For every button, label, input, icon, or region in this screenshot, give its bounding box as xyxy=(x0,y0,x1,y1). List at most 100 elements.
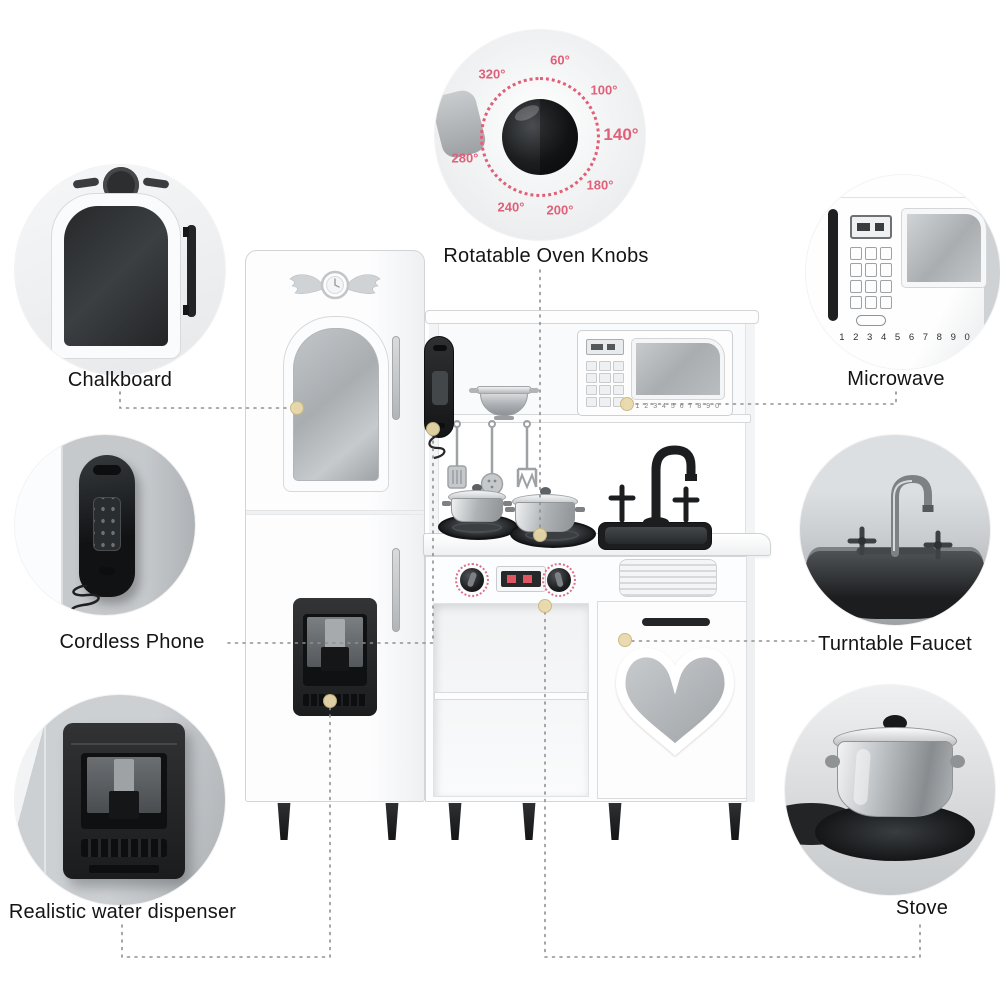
phone-cord-large-icon xyxy=(70,585,100,613)
faucet-icon xyxy=(608,445,700,527)
dial-mark: 320° xyxy=(478,66,506,82)
chalkboard-door xyxy=(283,316,389,492)
oven-knob xyxy=(547,568,571,592)
keypad-key xyxy=(612,361,624,371)
dispenser-lever-large xyxy=(114,759,134,793)
dispenser-vents xyxy=(81,839,167,857)
cabinet-leg xyxy=(448,803,462,840)
screen-digit-segment xyxy=(607,344,615,350)
knob-pointer xyxy=(554,571,564,588)
pot-large xyxy=(825,715,965,827)
cabinet-leg xyxy=(608,803,622,840)
fridge-door-split xyxy=(246,510,424,515)
fridge-leg xyxy=(385,803,399,840)
keypad-key xyxy=(612,385,624,395)
wing-hint xyxy=(72,177,100,189)
microwave: 1 2 3 4 5 6 7 8 9 0 xyxy=(577,330,733,416)
door-seam xyxy=(816,197,986,198)
keypad-key xyxy=(865,263,877,277)
stove-label: Stove xyxy=(895,897,949,919)
dispenser-niche xyxy=(303,614,367,686)
keypad-key xyxy=(612,397,624,407)
dispenser-seam xyxy=(71,743,177,745)
sink-inner xyxy=(605,527,707,544)
keypad-key xyxy=(880,295,892,309)
dispenser-large xyxy=(63,723,185,879)
water-dispenser xyxy=(293,598,377,716)
water-dispenser-label: Realistic water dispenser xyxy=(8,901,237,923)
microwave-screen-large xyxy=(850,215,892,239)
fridge-lower-handle xyxy=(392,548,400,632)
hutch-top xyxy=(425,310,759,324)
base-cabinet xyxy=(425,556,755,802)
phone-keypad-large xyxy=(93,497,121,551)
dispenser-lever xyxy=(325,619,345,649)
pot-side-handle xyxy=(950,755,965,768)
pot-handle xyxy=(503,501,512,506)
wall-sliver xyxy=(984,175,1000,369)
keypad-key xyxy=(586,361,598,371)
timer-digit xyxy=(507,575,516,583)
wing-hint xyxy=(142,177,170,189)
keypad-key xyxy=(612,373,624,383)
knob-highlight xyxy=(512,102,542,124)
pot xyxy=(505,487,585,533)
pot-knob xyxy=(540,487,551,496)
door-edge-line xyxy=(44,695,46,905)
pot-handle xyxy=(575,507,585,512)
keypad-key xyxy=(586,373,598,383)
microwave-window-large xyxy=(901,208,987,288)
keypad-key xyxy=(865,247,877,261)
oven-knob-dial-ring xyxy=(542,563,576,597)
colander xyxy=(469,380,539,420)
oven-knobs-inset: 60° 100° 140° 180° 200° 240° 280° 320° xyxy=(435,30,645,240)
phone-earpiece-large xyxy=(93,465,121,475)
pot-knob xyxy=(472,484,482,492)
heart-window-icon xyxy=(616,647,734,756)
burner-ring xyxy=(452,522,502,533)
colander-handle xyxy=(529,388,539,393)
cabinet-leg xyxy=(522,803,536,840)
cabinet-right-side xyxy=(746,556,755,802)
dial-mark: 60° xyxy=(550,52,570,68)
open-shelf-cavity xyxy=(433,603,589,797)
fridge-upper-handle xyxy=(392,336,400,420)
dial-mark: 100° xyxy=(590,82,618,98)
dial-mark: 200° xyxy=(546,202,574,218)
turntable-faucet-inset xyxy=(800,435,990,625)
door-handle xyxy=(642,618,710,626)
pot-body xyxy=(451,498,503,522)
water-dispenser-inset xyxy=(15,695,225,905)
colander-handle xyxy=(469,388,479,393)
keypad-key xyxy=(880,279,892,293)
cordless-phone-inset xyxy=(15,435,195,615)
cordless-phone xyxy=(424,336,454,438)
dispenser-niche-large xyxy=(81,753,167,829)
keypad-key xyxy=(599,385,611,395)
colander-foot xyxy=(494,416,514,420)
dispenser-paddle xyxy=(321,647,349,671)
handle-mount xyxy=(183,305,189,315)
turntable-faucet-label: Turntable Faucet xyxy=(818,633,972,655)
door-handle-large xyxy=(187,225,196,317)
hanging-utensils-icon xyxy=(447,420,538,496)
vent-grille xyxy=(619,559,717,597)
chalkboard-surface xyxy=(64,206,168,346)
screen-digit-segment xyxy=(591,344,603,350)
pot xyxy=(442,484,512,524)
microwave-digit-row: 1 2 3 4 5 6 7 8 9 0 xyxy=(635,403,721,410)
knob-pointer xyxy=(466,571,478,588)
timer-display xyxy=(496,566,546,592)
keypad-key xyxy=(880,263,892,277)
phone-keypad xyxy=(432,371,448,405)
oven-knob-dial-ring xyxy=(455,563,489,597)
pot-side-handle xyxy=(825,755,840,768)
keypad-key xyxy=(850,295,862,309)
shelf-board xyxy=(434,692,588,700)
keypad-key xyxy=(865,295,877,309)
microwave-keypad-large xyxy=(850,247,892,309)
cabinet-leg xyxy=(728,803,742,840)
chalkboard-inset xyxy=(15,165,225,375)
keypad-key xyxy=(599,361,611,371)
